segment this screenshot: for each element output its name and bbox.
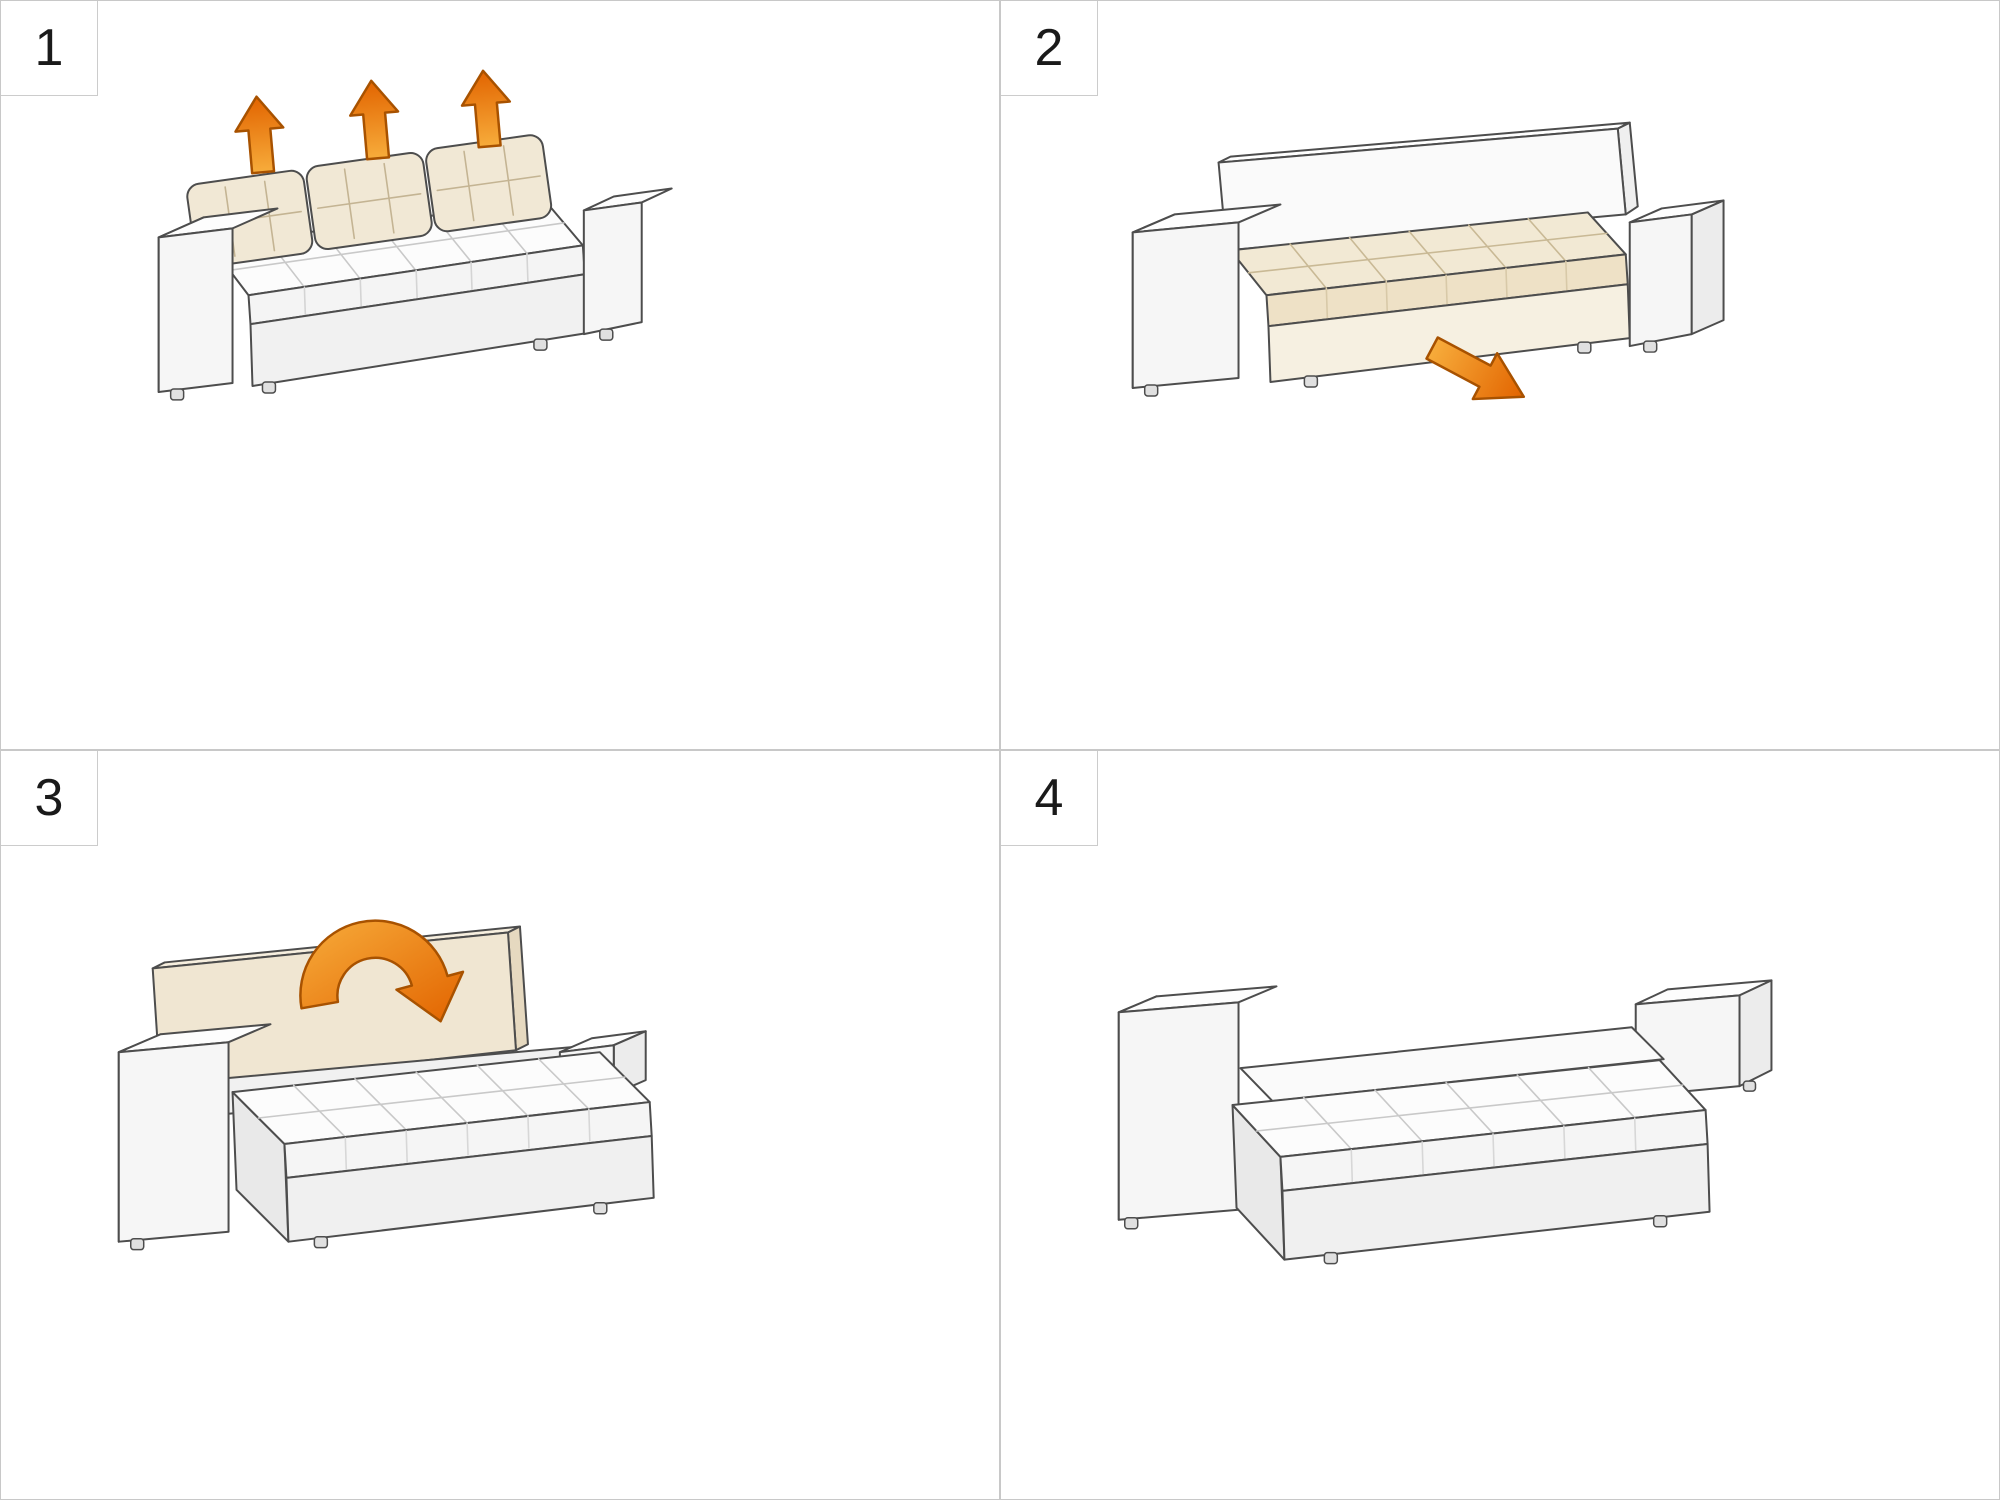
pulled-out-seat <box>231 1051 655 1243</box>
sofa-feet <box>129 1202 608 1251</box>
step-number-box-4: 4 <box>1001 751 1098 846</box>
seat-front-seams <box>1325 260 1568 319</box>
armrest-left <box>117 1023 272 1243</box>
step-panel-2: 2 <box>1001 1 1999 749</box>
step-number-3: 3 <box>34 769 64 827</box>
sofa-feet <box>1143 340 1658 397</box>
illustration-step-2-pull-seat-forward <box>1131 121 1725 401</box>
step-number-box-1: 1 <box>1 1 98 96</box>
step-number-2: 2 <box>1034 19 1064 77</box>
seat-front-seams <box>344 1108 591 1171</box>
step-panel-1: 1 <box>1 1 999 749</box>
bed-tuft-lines <box>1255 1066 1684 1150</box>
sofa-body <box>1117 979 1773 1265</box>
sofa-body <box>157 134 673 401</box>
step-number-1: 1 <box>34 19 64 77</box>
bed-surface <box>1231 1059 1711 1261</box>
seat-tuft-lines <box>1247 217 1608 290</box>
armrest-right <box>1628 199 1725 348</box>
step-number-box-3: 3 <box>1 751 98 846</box>
seat-cushion-beige <box>1229 211 1629 328</box>
armrest-left <box>1131 203 1282 389</box>
illustration-step-4-bed-unfolded <box>1117 979 1773 1265</box>
flattened-backrest-platform <box>1239 1026 1665 1103</box>
armrest-left <box>157 207 279 393</box>
armrest-right <box>582 187 673 336</box>
illustration-step-3-fold-backrest <box>117 919 655 1251</box>
pull-arrow-icon <box>1425 336 1526 401</box>
up-arrow-icon <box>349 79 400 161</box>
sofa-feet <box>1124 1080 1757 1265</box>
sofa-body <box>1131 121 1725 397</box>
step-panel-3: 3 <box>1 751 999 1499</box>
seat-front-seams <box>303 252 529 317</box>
bed-front-seams <box>1350 1117 1637 1183</box>
step-panel-4: 4 <box>1001 751 1999 1499</box>
sofa-feet <box>169 328 614 401</box>
up-arrow-icon <box>234 95 285 175</box>
seat-tuft-lines <box>257 1058 626 1138</box>
flip-arrow-icon <box>299 919 465 1023</box>
sofa-body <box>117 925 655 1251</box>
armrest-left <box>1117 985 1278 1221</box>
up-arrow-icon <box>460 69 512 149</box>
step-number-box-2: 2 <box>1001 1 1098 96</box>
illustration-step-1-lift-back-cushions <box>157 69 673 401</box>
up-arrows-icon <box>234 69 512 175</box>
step-number-4: 4 <box>1034 769 1064 827</box>
